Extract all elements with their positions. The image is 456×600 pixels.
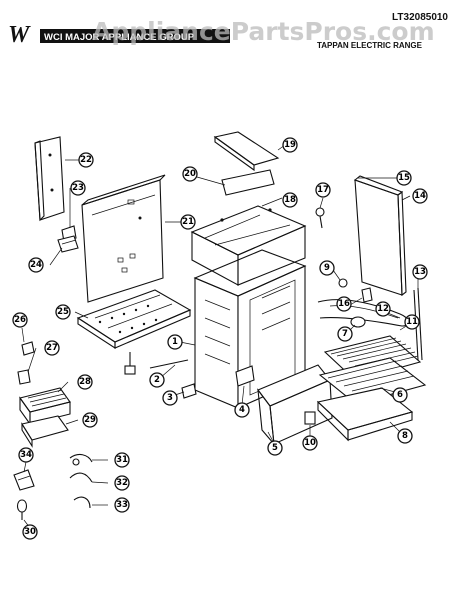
part-bottom-panel: [76, 289, 192, 350]
part-left-side-panel: [34, 136, 65, 222]
part-screw: [315, 207, 325, 229]
model-number: LT32085010: [392, 12, 448, 23]
svg-text:8: 8: [402, 431, 408, 441]
svg-text:34: 34: [20, 450, 32, 460]
part-side-brackets: [57, 225, 79, 253]
callout-3[interactable]: 3: [162, 390, 178, 406]
svg-text:10: 10: [304, 438, 316, 448]
svg-text:33: 33: [116, 500, 128, 510]
svg-text:19: 19: [284, 140, 296, 150]
callout-22[interactable]: 22: [78, 152, 94, 168]
callout-13[interactable]: 13: [412, 264, 428, 280]
svg-text:7: 7: [342, 329, 348, 339]
svg-text:11: 11: [406, 317, 418, 327]
part-broiler-pan-rack: [318, 357, 427, 405]
product-name: TAPPAN ELECTRIC RANGE: [317, 41, 423, 50]
svg-text:14: 14: [414, 191, 426, 201]
callout-12[interactable]: 12: [375, 301, 391, 317]
brand-logo: W: [8, 22, 31, 48]
svg-text:15: 15: [398, 173, 410, 183]
svg-text:30: 30: [24, 527, 36, 537]
svg-text:18: 18: [284, 195, 296, 205]
callout-15[interactable]: 15: [396, 170, 412, 186]
svg-text:26: 26: [14, 315, 26, 325]
part-back-panel: [81, 174, 166, 303]
part-broiler-pan: [316, 387, 414, 442]
svg-text:9: 9: [324, 263, 330, 273]
svg-text:3: 3: [167, 393, 173, 403]
callout-19[interactable]: 19: [282, 137, 298, 153]
svg-text:28: 28: [79, 377, 91, 387]
callout-1[interactable]: 1: [167, 334, 183, 350]
part-leveling-leg: [124, 352, 136, 375]
part-right-side-panel: [353, 175, 407, 297]
callout-14[interactable]: 14: [412, 188, 428, 204]
callout-24[interactable]: 24: [28, 257, 44, 273]
callout-5[interactable]: 5: [267, 440, 283, 456]
watermark: AppliancePartsPros.com: [92, 17, 435, 46]
callout-28[interactable]: 28: [77, 374, 93, 390]
callout-26[interactable]: 26: [12, 312, 28, 328]
callout-27[interactable]: 27: [44, 340, 60, 356]
brand-band: WCI MAJOR APPLIANCE GROUP: [44, 32, 195, 43]
callout-18[interactable]: 18: [282, 192, 298, 208]
callout-9[interactable]: 9: [319, 260, 335, 276]
callout-31[interactable]: 31: [114, 452, 130, 468]
callout-34[interactable]: 34: [18, 447, 34, 463]
callout-16[interactable]: 16: [336, 296, 352, 312]
callout-2[interactable]: 2: [149, 372, 165, 388]
callout-8[interactable]: 8: [397, 428, 413, 444]
callout-25[interactable]: 25: [55, 304, 71, 320]
svg-text:4: 4: [239, 405, 245, 415]
callout-32[interactable]: 32: [114, 475, 130, 491]
callout-33[interactable]: 33: [114, 497, 130, 513]
callout-29[interactable]: 29: [82, 412, 98, 428]
svg-text:22: 22: [80, 155, 92, 165]
svg-text:13: 13: [414, 267, 426, 277]
callout-20[interactable]: 20: [182, 166, 198, 182]
callouts: 1 2 3 4 5 6 7 8 9 10 11 12 13 14 15 16 1…: [12, 137, 428, 540]
part-main-cabinet: [190, 205, 307, 409]
svg-text:17: 17: [317, 185, 329, 195]
svg-text:20: 20: [184, 169, 196, 179]
svg-text:6: 6: [397, 390, 403, 400]
part-wire-clamp: [16, 499, 28, 520]
svg-text:2: 2: [154, 375, 160, 385]
part-small-hardware: [304, 278, 373, 425]
callout-17[interactable]: 17: [315, 182, 331, 198]
callout-10[interactable]: 10: [302, 435, 318, 451]
svg-text:32: 32: [116, 478, 128, 488]
svg-text:5: 5: [272, 443, 278, 453]
part-wire-harness: [69, 453, 93, 509]
header: W WCI MAJOR APPLIANCE GROUP LT32085010 T…: [8, 12, 448, 50]
part-top-trim: [213, 131, 280, 196]
part-clips: [17, 341, 35, 385]
svg-text:24: 24: [30, 260, 42, 270]
part-terminal-block: [13, 469, 35, 491]
svg-text:16: 16: [338, 299, 350, 309]
callout-7[interactable]: 7: [337, 326, 353, 342]
callout-4[interactable]: 4: [234, 402, 250, 418]
callout-23[interactable]: 23: [70, 180, 86, 196]
svg-text:12: 12: [377, 304, 389, 314]
svg-text:21: 21: [182, 217, 194, 227]
svg-text:23: 23: [72, 183, 84, 193]
svg-text:29: 29: [84, 415, 96, 425]
svg-text:27: 27: [46, 343, 58, 353]
part-drawer-tray: [21, 415, 69, 448]
svg-text:31: 31: [116, 455, 128, 465]
part-hinge-and-screw: [149, 359, 197, 399]
callout-6[interactable]: 6: [392, 387, 408, 403]
svg-text:25: 25: [57, 307, 69, 317]
callout-11[interactable]: 11: [404, 314, 420, 330]
callout-21[interactable]: 21: [180, 214, 196, 230]
callout-30[interactable]: 30: [22, 524, 38, 540]
svg-text:1: 1: [172, 337, 178, 347]
part-door-bracket: [235, 365, 255, 387]
